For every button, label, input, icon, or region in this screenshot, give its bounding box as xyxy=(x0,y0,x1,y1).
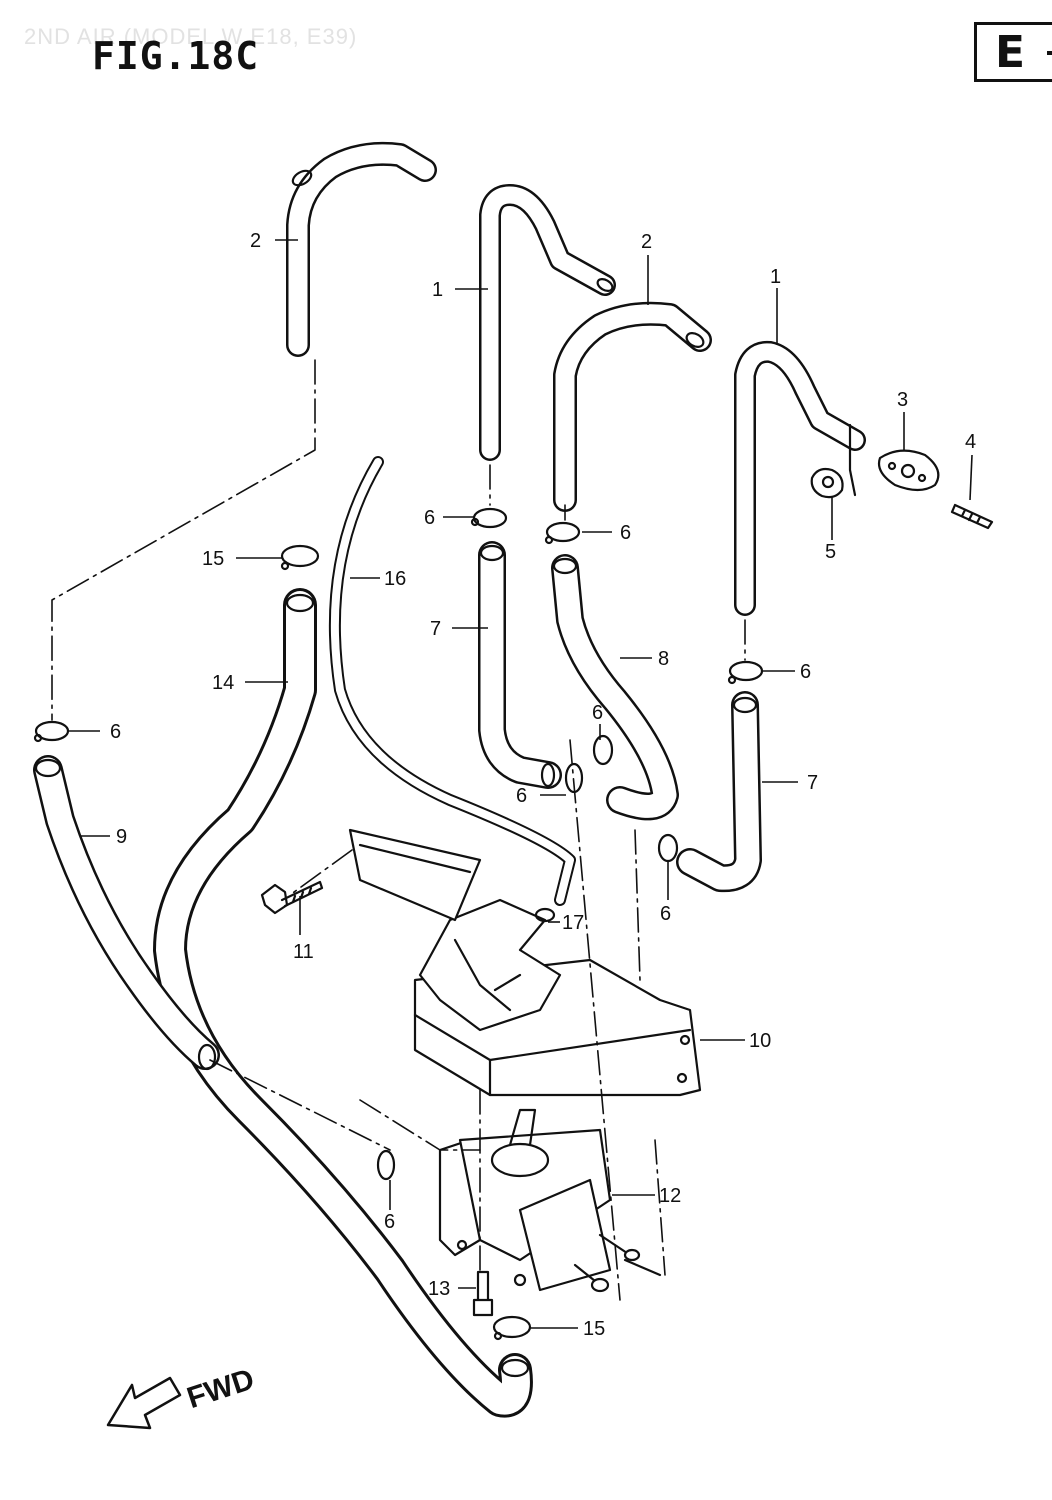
nut-5 xyxy=(810,467,844,499)
callout-14: 14 xyxy=(212,672,234,694)
clip-15-lower xyxy=(492,1315,532,1341)
stud-4 xyxy=(950,503,994,530)
clip-6-lower xyxy=(376,1149,396,1181)
hose-7-right xyxy=(676,691,762,893)
callout-11: 11 xyxy=(293,941,314,963)
callout-16: 16 xyxy=(384,568,406,590)
callout-labels: 2 1 2 1 3 4 5 6 6 6 6 6 6 6 6 15 15 16 7… xyxy=(110,230,976,1340)
clip-6-center xyxy=(470,507,508,529)
callout-2: 2 xyxy=(641,231,652,253)
hose-1-center xyxy=(479,184,616,461)
clip-6-left xyxy=(33,720,70,743)
clip-6-right xyxy=(727,660,764,685)
callout-15: 15 xyxy=(202,548,224,570)
callout-1: 1 xyxy=(770,266,781,288)
hose-14 xyxy=(153,588,533,1418)
callout-3: 3 xyxy=(897,389,908,411)
leader-lines xyxy=(68,239,973,1329)
fwd-label: FWD xyxy=(183,1363,258,1415)
hose-9 xyxy=(33,755,220,1071)
clip-17 xyxy=(534,907,556,923)
callout-2: 2 xyxy=(250,230,261,252)
fwd-arrow xyxy=(106,1376,182,1430)
callout-6: 6 xyxy=(516,785,527,807)
section-letter: E xyxy=(995,27,1026,78)
callout-1: 1 xyxy=(432,279,443,301)
gasket-3 xyxy=(877,449,940,492)
clip-15-upper xyxy=(280,544,320,571)
hose-8 xyxy=(551,554,679,821)
hose-16 xyxy=(328,456,576,906)
clip-6-center-right xyxy=(544,521,581,545)
callout-12: 12 xyxy=(659,1185,681,1207)
hose-2-center xyxy=(553,301,712,512)
alignment-lines xyxy=(51,359,746,1301)
section-badge: E xyxy=(974,22,1052,82)
clip-6-mid-b xyxy=(657,833,679,863)
bracket-10 xyxy=(348,828,702,1097)
callout-6: 6 xyxy=(424,507,435,529)
figure-subtitle: 2ND AIR (MODEL W E18, E39) xyxy=(24,24,358,49)
callout-15: 15 xyxy=(583,1318,605,1340)
callout-7: 7 xyxy=(430,618,441,640)
callout-6: 6 xyxy=(660,903,671,925)
callout-8: 8 xyxy=(658,648,669,670)
figure-title: FIG.18C xyxy=(92,34,260,78)
hose-1-right xyxy=(734,340,866,616)
callout-17: 17 xyxy=(562,912,584,934)
bolt-13 xyxy=(472,1270,494,1317)
callout-10: 10 xyxy=(749,1030,771,1052)
callout-6: 6 xyxy=(620,522,631,544)
callout-6: 6 xyxy=(592,702,603,724)
badge-dash xyxy=(1047,51,1052,55)
hose-2-left xyxy=(286,141,437,357)
valve-12 xyxy=(438,1108,662,1293)
callout-6: 6 xyxy=(110,721,121,743)
callout-13: 13 xyxy=(428,1278,450,1300)
callout-4: 4 xyxy=(965,431,976,453)
callout-6: 6 xyxy=(384,1211,395,1233)
callout-9: 9 xyxy=(116,826,127,848)
hose-7-center xyxy=(478,541,562,789)
callout-5: 5 xyxy=(825,541,836,563)
callout-6: 6 xyxy=(800,661,811,683)
callout-7: 7 xyxy=(807,772,818,794)
bolt-11 xyxy=(260,880,324,915)
